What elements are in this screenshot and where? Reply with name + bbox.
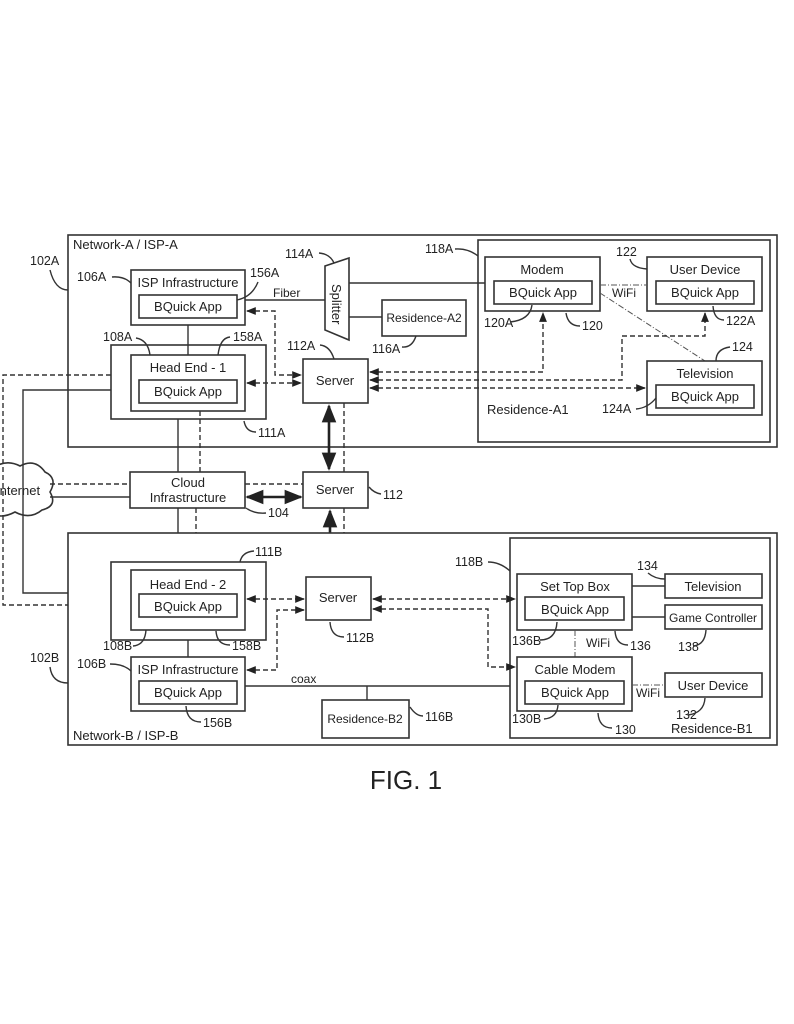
wifi-label: WiFi [586,636,610,650]
bquick-app-cable-modem [524,680,625,705]
residence-a2-label: Residence-A2 [386,311,462,325]
server-112b [305,576,372,621]
ref-136b: 136B [512,634,541,648]
ref-124a: 124A [602,402,632,416]
bquick-app-label: BQuick App [154,685,222,700]
ref-120a: 120A [484,316,514,330]
wifi-label: WiFi [612,286,636,300]
ref-108a: 108A [103,330,133,344]
bquick-app-label: BQuick App [509,285,577,300]
bquick-app-label: BQuick App [671,389,739,404]
ref-156b: 156B [203,716,232,730]
coax-label: coax [291,672,316,686]
ref-120: 120 [582,319,603,333]
ref-158b: 158B [232,639,261,653]
ref-124: 124 [732,340,753,354]
ref-122: 122 [616,245,637,259]
cable-modem-label: Cable Modem [535,662,616,677]
ref-118b: 118B [455,555,483,569]
residence-b1-label: Residence-B1 [671,721,753,736]
residence-b2-label: Residence-B2 [327,712,403,726]
ref-156a: 156A [250,266,280,280]
bquick-app-modem [493,280,593,305]
bquick-app-head-end-2 [138,593,238,618]
ref-138: 138 [678,640,699,654]
server-label: Server [319,590,358,605]
game-controller-label: Game Controller [669,611,757,625]
bquick-app-label: BQuick App [154,299,222,314]
bquick-app-label: BQuick App [541,685,609,700]
television-label: Television [684,579,741,594]
ref-111b: 111B [255,545,282,559]
ref-112b: 112B [346,631,374,645]
cloud-label-2: Infrastructure [150,490,227,505]
bquick-app-television [655,384,755,409]
ref-116b: 116B [425,710,453,724]
user-device-b [664,672,763,698]
ref-114a: 114A [285,247,314,261]
cloud-label-1: Cloud [171,475,205,490]
figure-label: FIG. 1 [370,765,442,795]
ref-102b: 102B [30,651,59,665]
fiber-label: Fiber [273,286,300,300]
bquick-app-isp-a [138,294,238,319]
bquick-app-user-device [655,280,755,305]
ref-106a: 106A [77,270,107,284]
bquick-app-label: BQuick App [671,285,739,300]
ref-132: 132 [676,708,697,722]
ref-108b: 108B [103,639,132,653]
residence-a1-label: Residence-A1 [487,402,569,417]
bquick-app-label: BQuick App [154,384,222,399]
ref-112a: 112A [287,339,316,353]
bquick-app-isp-b [138,680,238,705]
splitter [324,256,350,342]
internet-cloud [0,462,54,517]
ref-104: 104 [268,506,289,520]
ref-116a: 116A [372,342,401,356]
bquick-app-head-end-1 [138,379,238,404]
network-a-label: Network-A / ISP-A [73,237,178,252]
bquick-app-set-top-box [524,596,625,621]
bquick-app-label: BQuick App [154,599,222,614]
server-label: Server [316,482,355,497]
server-112a [302,358,369,404]
ref-158a: 158A [233,330,263,344]
head-end-1-label: Head End - 1 [150,360,227,375]
user-device-label: User Device [678,678,749,693]
ref-102a: 102A [30,254,60,268]
cloud-infrastructure [129,471,246,509]
ref-111a: 111A [258,426,286,440]
isp-b-label: ISP Infrastructure [138,662,239,677]
network-b: Network-B / ISP-B 102B Head End - 2 BQui… [30,532,778,746]
modem-label: Modem [520,262,563,277]
user-device-label: User Device [670,262,741,277]
server-label: Server [316,373,355,388]
network-b-label: Network-B / ISP-B [73,728,178,743]
bquick-app-label: BQuick App [541,602,609,617]
wifi-label: WiFi [636,686,660,700]
ref-134: 134 [637,559,658,573]
set-top-box-label: Set Top Box [540,579,610,594]
internet-label: Internet [0,483,40,498]
ref-122a: 122A [726,314,756,328]
head-end-2-label: Head End - 2 [150,577,227,592]
ref-130b: 130B [512,712,541,726]
ref-130: 130 [615,723,636,737]
television-label: Television [676,366,733,381]
server-112 [302,471,369,509]
ref-106b: 106B [77,657,106,671]
splitter-label: Splitter [329,284,344,325]
ref-112: 112 [383,488,403,502]
residence-b2 [321,699,410,739]
ref-136: 136 [630,639,651,653]
ref-118a: 118A [425,242,454,256]
network-a: Network-A / ISP-A 102A Residence-A1 118A… [30,234,778,448]
isp-a-label: ISP Infrastructure [138,275,239,290]
